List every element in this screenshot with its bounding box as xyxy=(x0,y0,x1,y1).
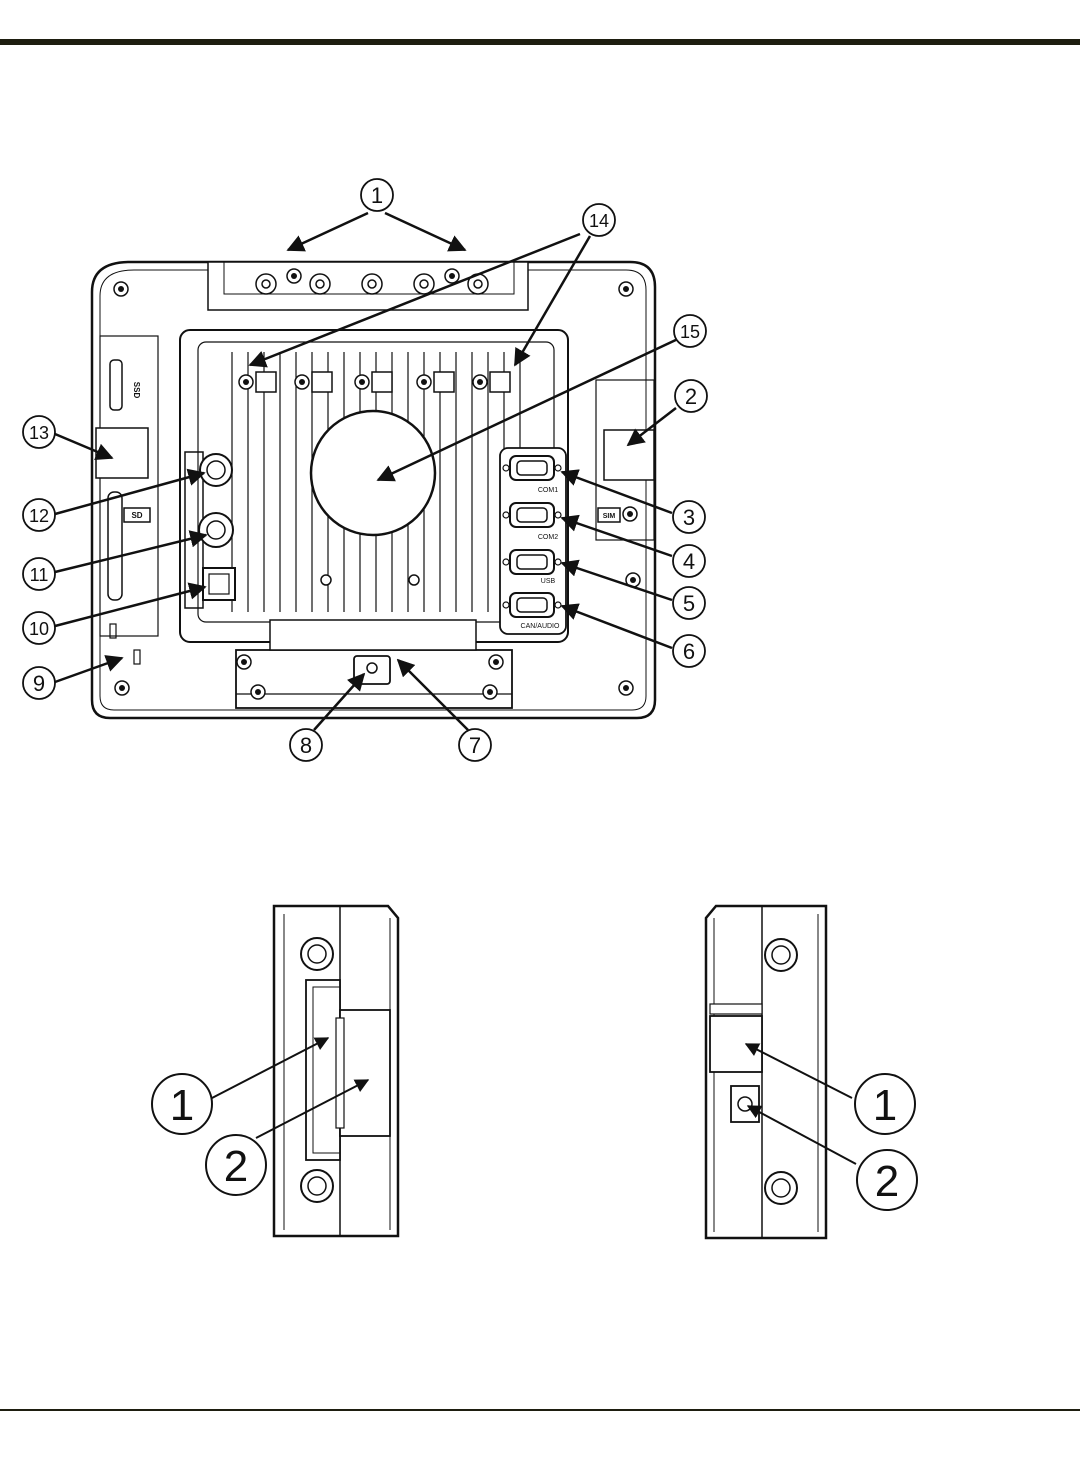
port-label-com1: COM1 xyxy=(538,487,558,494)
bottom-mount-bracket xyxy=(236,620,512,708)
callout-2: 2 xyxy=(675,380,707,412)
svg-text:15: 15 xyxy=(680,322,700,342)
svg-text:5: 5 xyxy=(683,591,695,616)
callout-5: 5 xyxy=(673,587,705,619)
callout-11: 11 xyxy=(23,558,55,590)
callout-6: 6 xyxy=(673,635,705,667)
callout-8: 8 xyxy=(290,729,322,761)
svg-text:2: 2 xyxy=(685,384,697,409)
callout-7: 7 xyxy=(459,729,491,761)
io-port-panel: COM1 COM2 USB CAN/AUDIO xyxy=(500,448,566,634)
callout-15: 15 xyxy=(674,315,706,347)
svg-text:8: 8 xyxy=(300,733,312,758)
top-mount-rail xyxy=(208,262,528,310)
svg-text:11: 11 xyxy=(30,565,49,585)
sd-slot-label: SD xyxy=(131,511,142,520)
svg-text:2: 2 xyxy=(224,1142,248,1191)
svg-text:7: 7 xyxy=(469,733,481,758)
svg-text:1: 1 xyxy=(371,183,383,208)
ssd-slot-label: SSD xyxy=(132,382,141,399)
svg-text:1: 1 xyxy=(170,1081,194,1130)
sim-slot-label: SIM xyxy=(603,513,616,520)
callout-4: 4 xyxy=(673,545,705,577)
footer-rule xyxy=(0,1409,1080,1411)
callout-3: 3 xyxy=(673,501,705,533)
svg-text:10: 10 xyxy=(29,619,49,639)
right-side-detail: 1 2 xyxy=(706,906,917,1238)
svg-text:3: 3 xyxy=(683,505,695,530)
callout-1: 1 xyxy=(361,179,393,211)
callout-9: 9 xyxy=(23,667,55,699)
svg-text:2: 2 xyxy=(875,1157,899,1206)
left-detail-callout-1: 1 xyxy=(152,1074,212,1134)
svg-text:6: 6 xyxy=(683,639,695,664)
callout-12: 12 xyxy=(23,499,55,531)
svg-text:13: 13 xyxy=(29,423,49,443)
svg-text:9: 9 xyxy=(33,671,45,696)
left-detail-callout-2: 2 xyxy=(206,1135,266,1195)
callout-10: 10 xyxy=(23,612,55,644)
callout-14: 14 xyxy=(583,204,615,236)
vesa-mount-area xyxy=(311,411,435,535)
svg-text:12: 12 xyxy=(29,506,49,526)
port-label-can-audio: CAN/AUDIO xyxy=(521,623,560,630)
right-detail-callout-2: 2 xyxy=(857,1150,917,1210)
port-label-usb: USB xyxy=(541,578,556,585)
svg-text:4: 4 xyxy=(683,549,695,574)
callout-13: 13 xyxy=(23,416,55,448)
port-label-com2: COM2 xyxy=(538,534,558,541)
left-side-detail: 1 2 xyxy=(152,906,398,1236)
svg-text:14: 14 xyxy=(589,211,609,231)
right-detail-callout-1: 1 xyxy=(855,1074,915,1134)
svg-text:1: 1 xyxy=(873,1081,897,1130)
